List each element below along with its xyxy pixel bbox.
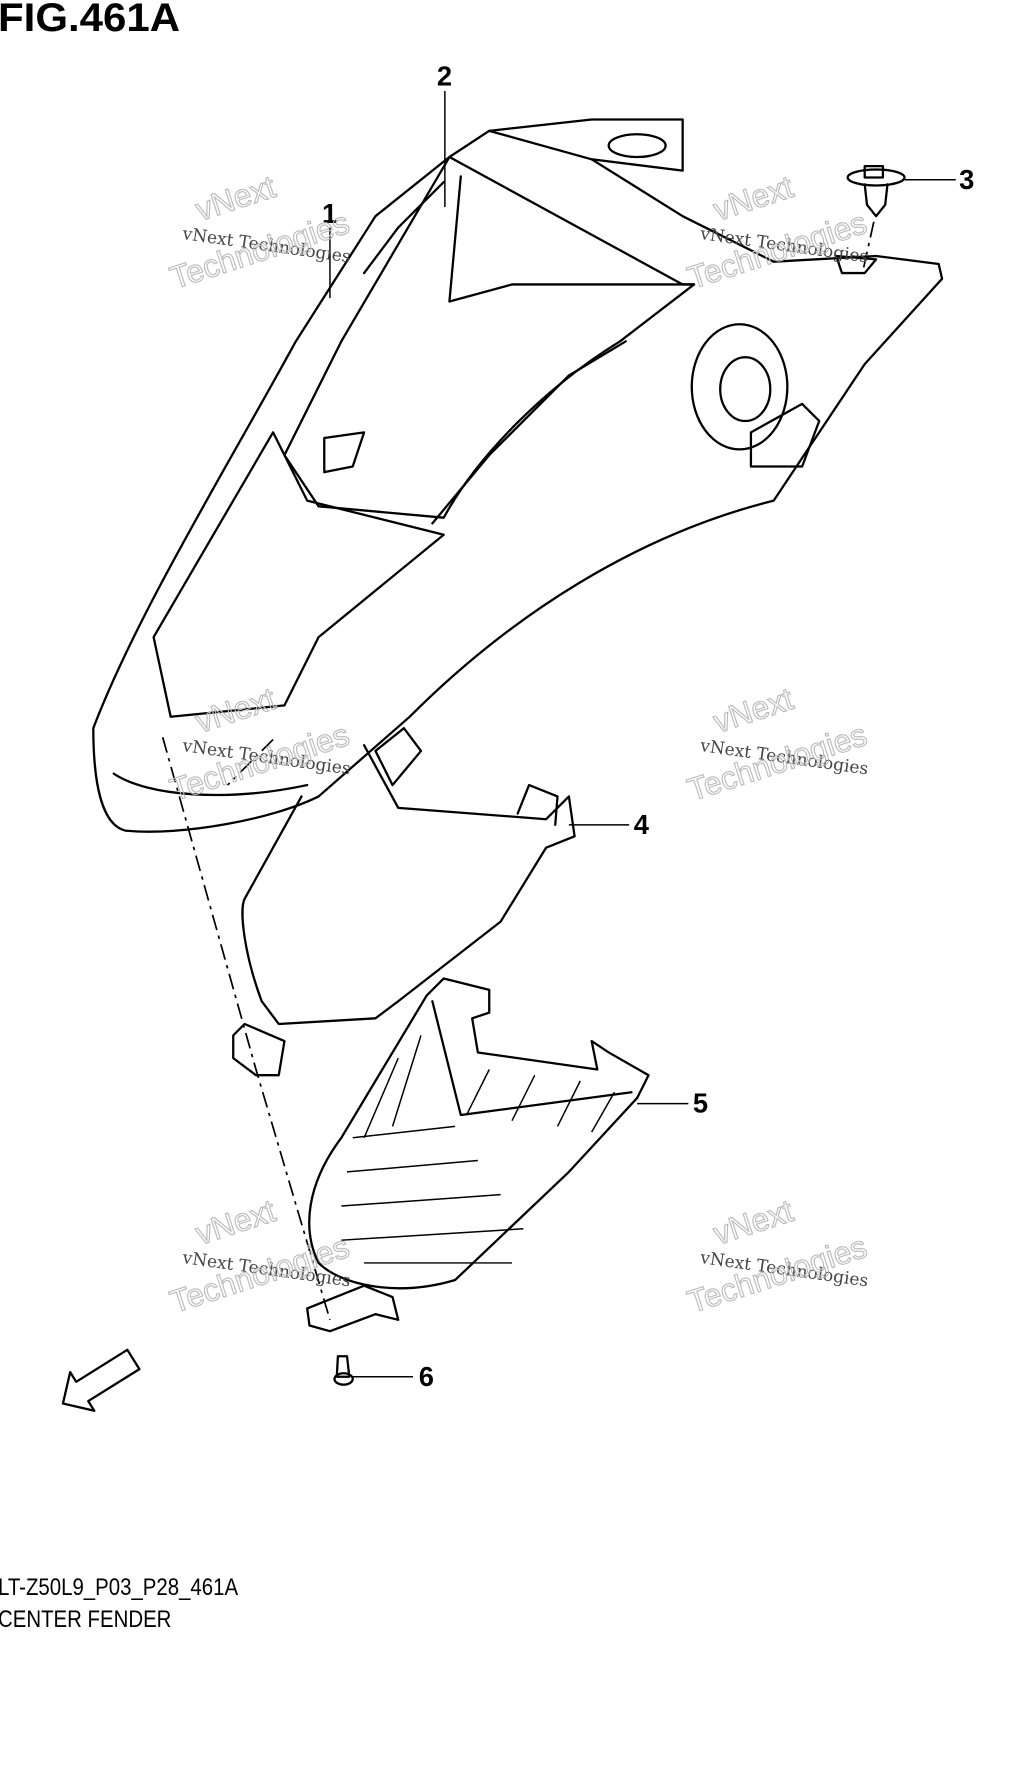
callouts: 1 2 3 4 5 6 <box>322 60 974 1391</box>
callout-1: 1 <box>322 198 337 229</box>
svg-text:vNext: vNext <box>709 680 798 739</box>
diagram-code: LT-Z50L9_P03_P28_461A <box>0 1574 239 1601</box>
part-4-bracket <box>232 727 576 1077</box>
fwd-arrow-icon: FWD <box>61 1348 141 1412</box>
guide-line <box>161 737 331 1321</box>
guide-line <box>861 221 875 274</box>
part-1-center-fender <box>92 118 944 833</box>
callout-2: 2 <box>437 60 452 91</box>
svg-text:vNext: vNext <box>191 168 280 227</box>
guide-line <box>226 738 274 786</box>
svg-text:vNext: vNext <box>709 1192 798 1251</box>
figure-title: FIG.461A <box>0 0 181 40</box>
watermark: vNext vNext Technologies Technologies vN… <box>165 168 872 1321</box>
fwd-label: FWD <box>85 1358 131 1397</box>
callout-6: 6 <box>419 1361 434 1392</box>
callout-4: 4 <box>634 809 650 840</box>
part-6-screw <box>333 1355 354 1386</box>
diagram-caption: CENTER FENDER <box>0 1606 172 1633</box>
part-3-clip <box>846 164 906 218</box>
callout-3: 3 <box>959 164 974 195</box>
svg-text:vNext: vNext <box>709 168 798 227</box>
part-5-lower-guard <box>306 977 650 1333</box>
svg-text:vNext: vNext <box>191 680 280 739</box>
svg-text:vNext: vNext <box>191 1192 280 1251</box>
callout-5: 5 <box>693 1088 708 1119</box>
